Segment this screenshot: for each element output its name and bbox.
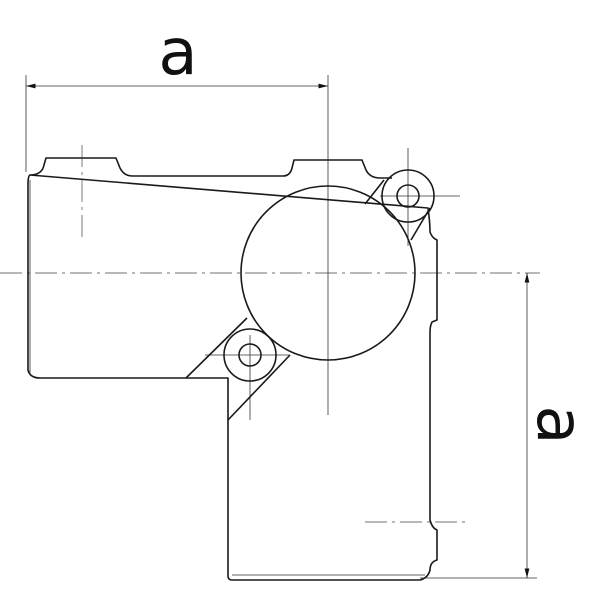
dimension-horizontal: a — [25, 16, 328, 172]
tube-end-circle — [240, 185, 416, 361]
center-lines — [0, 75, 540, 523]
upper-gusset — [364, 179, 431, 241]
dimension-label-horizontal: a — [158, 16, 197, 90]
bolt-hole-upper — [381, 169, 435, 223]
lower-gusset — [185, 317, 291, 421]
fitting-body-outline — [27, 157, 438, 581]
dimension-label-vertical: a — [522, 405, 596, 444]
dimension-vertical: a — [420, 273, 596, 579]
bolt-hole-lower — [223, 328, 277, 382]
